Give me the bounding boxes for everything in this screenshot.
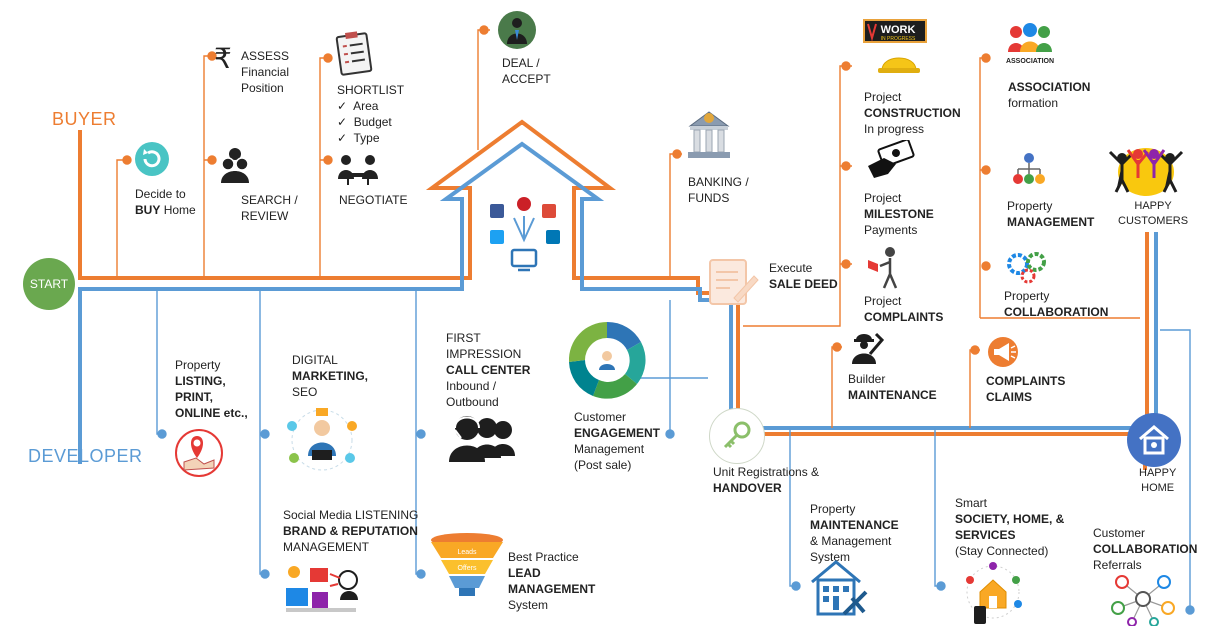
shortlist-item: Budget [353, 115, 392, 129]
call-center-agents-icon [449, 416, 515, 462]
lead-management-label: Best Practice LEAD MANAGEMENT System [508, 550, 596, 612]
customer-engagement-cycle-icon [568, 321, 646, 399]
building-tools-icon [811, 560, 868, 616]
shortlist-item: Type [353, 131, 380, 145]
buyer-lane-line [78, 119, 1147, 470]
digital-marketing-person-icon [287, 408, 357, 471]
social-media-hub-icon [490, 197, 560, 272]
property-maintenance-label: Property MAINTENANCE & Management System [810, 502, 899, 564]
property-management-label: Property MANAGEMENT [1007, 199, 1095, 229]
happy-customers-icon [1108, 148, 1184, 196]
happy-home-label: HAPPY HOME [1139, 467, 1177, 494]
project-construction-label: Project CONSTRUCTION In progress [864, 90, 961, 136]
start-node: START [23, 258, 75, 310]
customer-collaboration-label: Customer COLLABORATION Referrals [1093, 526, 1198, 572]
project-milestone-label: Project MILESTONE Payments [864, 191, 934, 237]
rupee-icon: ₹ [214, 42, 232, 75]
banking-funds-label: BANKING / FUNDS [688, 175, 749, 205]
complaint-megaphone-icon [988, 337, 1018, 367]
builder-maintenance-label: Builder MAINTENANCE [848, 372, 937, 402]
smart-home-icon [966, 562, 1022, 624]
start-label: START [29, 277, 69, 291]
lead-funnel-icon: Leads Offers [431, 533, 503, 596]
management-hierarchy-icon [1013, 153, 1045, 184]
bank-icon [688, 111, 730, 158]
in-progress-sign-text: IN PROGRESS [881, 36, 916, 42]
deal-handshake-icon [498, 11, 536, 49]
shortlist-label: SHORTLIST ✓ Area ✓ Budget ✓ Type [337, 83, 405, 145]
binoculars-icon [221, 148, 249, 183]
collaboration-gears-icon [1007, 252, 1046, 284]
money-payment-icon [868, 140, 915, 178]
funnel-leads-text: Leads [457, 549, 477, 556]
key-icon [723, 421, 751, 449]
map-pin-icon [175, 429, 223, 477]
buyer-dots [122, 25, 991, 355]
home-icon [1139, 425, 1169, 455]
shortlist-item: Area [353, 99, 379, 113]
association-people-icon: ASSOCIATION [1006, 23, 1054, 65]
developer-lane-line [78, 141, 1140, 464]
builder-worker-icon [852, 332, 884, 364]
refresh-icon [135, 142, 169, 176]
project-complaints-label: Project COMPLAINTS [864, 294, 944, 324]
call-center-label: FIRST IMPRESSION CALL CENTER Inbound / O… [446, 331, 531, 409]
negotiate-label: NEGOTIATE [339, 193, 408, 207]
unit-handover-label: Unit Registrations & HANDOVER [713, 465, 820, 495]
happy-home-node [1127, 413, 1181, 467]
execute-sale-deed-label: Execute SALE DEED [769, 261, 838, 291]
property-listing-label: Property LISTING, PRINT, ONLINE etc., [175, 358, 248, 420]
social-listening-icon [286, 566, 358, 612]
sale-deed-document-icon [709, 259, 759, 305]
checklist-clipboard-icon [335, 31, 373, 76]
deal-accept-label: DEAL / ACCEPT [502, 56, 551, 86]
developer-lane-label: DEVELOPER [28, 446, 143, 466]
funnel-offers-text: Offers [458, 565, 477, 572]
work-in-progress-icon: WORK IN PROGRESS [863, 19, 927, 73]
referral-network-icon [1111, 575, 1175, 626]
megaphone-person-icon [868, 247, 898, 289]
buyer-lane-label: BUYER [52, 109, 117, 129]
complaints-claims-label: COMPLAINTS CLAIMS [986, 374, 1066, 404]
developer-dots [157, 429, 1195, 615]
smart-society-label: Smart SOCIETY, HOME, & SERVICES (Stay Co… [955, 496, 1065, 558]
work-sign-text: WORK [881, 24, 916, 36]
search-review-label: SEARCH / REVIEW [241, 193, 298, 223]
social-listening-label: Social Media LISTENING BRAND & REPUTATIO… [283, 508, 419, 554]
property-collaboration-label: Property COLLABORATION [1004, 289, 1109, 319]
customer-engagement-label: Customer ENGAGEMENT Management (Post sal… [574, 410, 661, 472]
negotiate-meeting-icon [338, 155, 378, 185]
association-formation-label: ASSOCIATION formation [1008, 80, 1091, 110]
assess-financial-label: ASSESS Financial Position [241, 49, 290, 95]
handover-key-node [709, 408, 765, 464]
happy-customers-label: HAPPY CUSTOMERS [1118, 200, 1189, 227]
association-icon-text: ASSOCIATION [1006, 58, 1054, 65]
decide-buy-label: Decide to BUY Home [135, 187, 196, 217]
digital-marketing-label: DIGITAL MARKETING, SEO [292, 353, 368, 399]
